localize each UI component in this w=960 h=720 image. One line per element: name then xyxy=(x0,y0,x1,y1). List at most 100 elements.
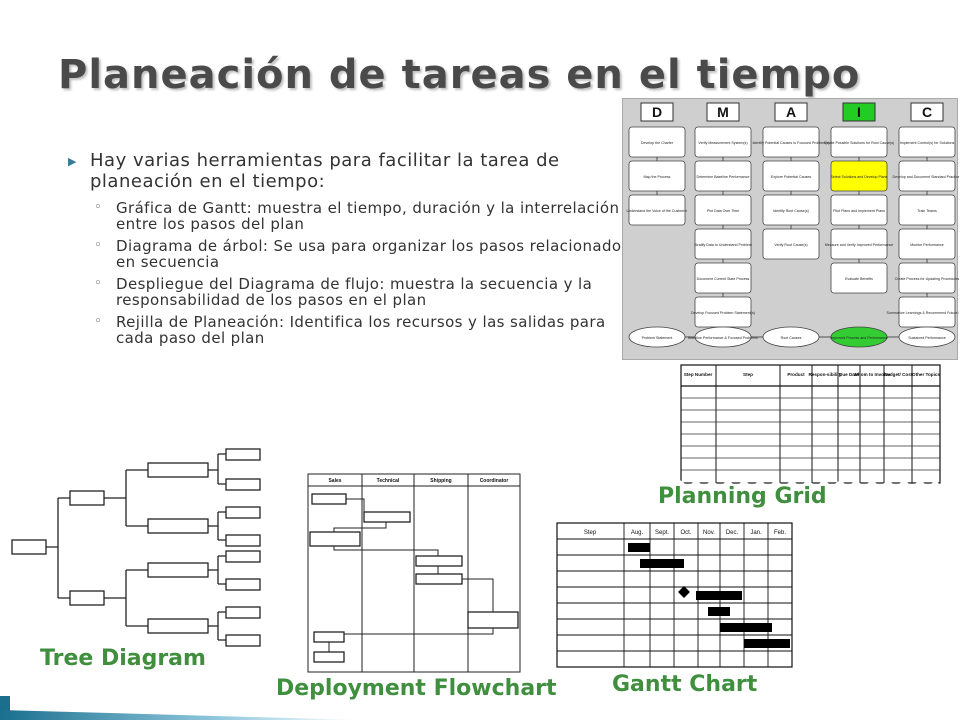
tree-node xyxy=(225,506,261,519)
sub-bullet-text: Despliegue del Diagrama de flujo: muestr… xyxy=(116,275,593,309)
bullet-main-text: Hay varias herramientas para facilitar l… xyxy=(90,150,560,192)
tree-node xyxy=(69,490,105,506)
process-step-text: Implement Control(s) for Solutions xyxy=(900,141,955,145)
sub-bullet-text: Diagrama de árbol: Se usa para organizar… xyxy=(116,237,630,271)
tree-node xyxy=(147,618,209,634)
tree-node xyxy=(147,462,209,478)
swimlane-header: Coordinator xyxy=(480,478,509,484)
gantt-task-bar xyxy=(720,623,772,632)
sub-bullet-text: Rejilla de Planeación: Identifica los re… xyxy=(116,313,606,347)
tree-branch xyxy=(104,569,148,627)
tree-node xyxy=(225,448,261,461)
gantt-task-bar xyxy=(696,591,742,600)
tree-node xyxy=(69,590,105,606)
process-step-text: Understand the Voice of the Customer xyxy=(627,209,689,213)
phase-letter: I xyxy=(857,104,861,120)
process-step-text: Evaluate Benefits xyxy=(845,277,873,281)
flowchart-step-box xyxy=(311,493,347,505)
tree-branch xyxy=(46,497,70,599)
process-step-text: Develop the Charter xyxy=(641,141,674,145)
process-step-text: Select Solutions and Develop Plans xyxy=(831,175,888,179)
tree-branch xyxy=(208,611,226,641)
grid-header-cell: Due Date xyxy=(839,372,859,377)
tree-node xyxy=(225,550,261,563)
process-step-box xyxy=(762,228,820,260)
tree-diagram-label: Tree Diagram xyxy=(40,646,206,671)
tree-node xyxy=(225,606,261,619)
phase-letter: C xyxy=(922,104,932,120)
process-step-text: Map the Process xyxy=(644,175,671,179)
process-step-text: Explore Potential Causes xyxy=(771,175,812,179)
process-step-text: Identify Root Cause(s) xyxy=(773,209,809,213)
phase-box xyxy=(910,102,944,122)
sub-bullet-list: ◦ Gráfica de Gantt: muestra el tiempo, du… xyxy=(66,200,632,346)
process-step-text: Summarize Learnings & Recommend Future P… xyxy=(886,311,959,315)
gantt-task-bar xyxy=(640,559,684,568)
sub-bullet: ◦Diagrama de árbol: Se usa para organiza… xyxy=(94,238,632,270)
planning-grid-label: Planning Grid xyxy=(658,484,827,509)
sub-bullet-text: Gráfica de Gantt: muestra el tiempo, dur… xyxy=(116,199,620,233)
tree-node xyxy=(147,562,209,578)
tree-branch xyxy=(104,469,148,527)
process-step-text: Document Current State Process xyxy=(697,277,750,281)
flowchart-connector xyxy=(333,546,439,556)
deployment-flowchart-label: Deployment Flowchart xyxy=(276,676,557,701)
flowchart-step-box xyxy=(415,555,463,567)
process-step-text: Identify Potential Causes to Focused Pro… xyxy=(752,141,829,145)
phase-letter: M xyxy=(717,104,729,120)
phase-box xyxy=(640,102,674,122)
grid-frame xyxy=(680,364,941,484)
sub-bullet: ◦Gráfica de Gantt: muestra el tiempo, du… xyxy=(94,200,632,232)
process-step-text: Monitor Performance xyxy=(910,243,944,247)
gantt-header-cell: Sept. xyxy=(655,530,669,536)
phase-letter: A xyxy=(786,104,796,120)
output-text: Baseline Performance & Focused Problems xyxy=(688,336,758,340)
gantt-header-cell: Feb. xyxy=(774,530,786,536)
gantt-header-cell: Jan. xyxy=(750,530,762,536)
gantt-header-cell: Aug. xyxy=(631,530,644,536)
process-step-box xyxy=(628,194,686,226)
flowchart-connector xyxy=(333,522,387,532)
process-step-text: Stratify Data to Understand Problem xyxy=(694,243,752,247)
flowchart-step-box xyxy=(415,573,463,585)
process-step-text: Train Teams xyxy=(917,209,937,213)
tree-node xyxy=(225,578,261,591)
sub-bullet: ◦ Rejilla de Planeación: Identifica los r… xyxy=(94,314,632,346)
bullet-main: ▶ Hay varias herramientas para facilitar… xyxy=(66,150,632,192)
tree-diagram xyxy=(11,448,261,647)
gantt-chart-label: Gantt Chart xyxy=(612,672,758,697)
grid-header-cell: Product xyxy=(787,372,805,377)
phase-box xyxy=(774,102,808,122)
phase-letter: D xyxy=(652,104,662,120)
output-text: Sustained Performance xyxy=(908,336,946,340)
decorative-corner-stripe xyxy=(0,696,360,720)
swimlane-header: Shipping xyxy=(430,478,451,484)
phase-box xyxy=(706,102,740,122)
gantt-milestone xyxy=(678,586,690,598)
ring-bullet-icon: ◦ xyxy=(94,314,103,329)
ring-bullet-icon: ◦ xyxy=(94,276,103,291)
flowchart-step-box xyxy=(313,631,345,643)
process-step-text: Verify Measurement System(s) xyxy=(698,141,747,145)
phase-box xyxy=(842,102,876,122)
tree-branch xyxy=(208,555,226,585)
swimlane-header: Technical xyxy=(377,478,400,484)
tree-node xyxy=(225,478,261,491)
tree-diagram-figure: Tree Diagram xyxy=(8,448,278,678)
flowchart-step-box xyxy=(313,651,345,663)
flowchart-step-box xyxy=(363,511,411,523)
grid-header-cell: Step Number xyxy=(684,372,713,377)
process-step-text: Develop and Document Standard Practices xyxy=(893,175,959,179)
gantt-header-cell: Step xyxy=(584,530,597,536)
tree-node xyxy=(225,634,261,647)
tree-node xyxy=(225,534,261,547)
flowchart-connector xyxy=(346,498,365,512)
process-step-box xyxy=(830,262,888,294)
grid-header-cell: Respon-sibility xyxy=(809,372,842,377)
process-step-text: Determine Baseline Performance xyxy=(697,175,750,179)
